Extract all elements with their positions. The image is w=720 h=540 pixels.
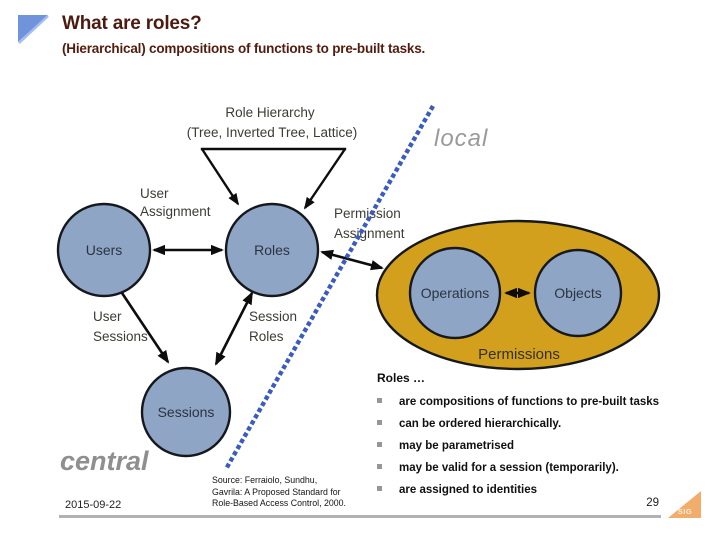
bullet-square-icon (377, 398, 382, 403)
roles-bullet-text: are assigned to identities (399, 484, 538, 496)
roles-bullet-item: may be valid for a session (temporarily)… (377, 462, 675, 475)
bullet-square-icon (377, 486, 382, 491)
roles-bullet-list: are compositions of functions to pre-bui… (377, 396, 675, 497)
user-assignment-label-line2: Assignment (140, 204, 211, 219)
role-hierarchy-left-arrow (200, 148, 240, 206)
slide-logo-triangle-icon (18, 15, 49, 44)
session-roles-label-line2: Roles (249, 329, 284, 344)
bullet-square-icon (377, 442, 382, 447)
role-hierarchy-label-line1: Role Hierarchy (225, 105, 315, 120)
objects-node-label: Objects (554, 285, 601, 301)
operations-node (408, 246, 502, 340)
roles-panel-heading: Roles … (377, 371, 426, 385)
roles-bullet-item: can be ordered hierarchically. (377, 418, 675, 431)
role-hierarchy-label-line2: (Tree, Inverted Tree, Lattice) (187, 125, 358, 140)
user-sessions-label-line2: Sessions (93, 329, 148, 344)
page-subtitle: (Hierarchical) compositions of functions… (62, 41, 426, 56)
sessions-node-label: Sessions (158, 404, 215, 420)
zone-label-central: central (60, 446, 149, 476)
permission-assignment-arrow (320, 249, 384, 271)
permission-assignment-label-line1: Permission (334, 206, 401, 221)
users-node (56, 202, 152, 298)
roles-bullet-text: can be ordered hierarchically. (399, 418, 562, 430)
footer-source-citation: Source: Ferraiolo, Sundhu, Gavrila: A Pr… (212, 475, 382, 510)
roles-bullet-item: are compositions of functions to pre-bui… (377, 396, 675, 409)
page-number: 29 (646, 497, 659, 509)
permissions-label: Permissions (478, 346, 560, 363)
zone-label-local: local (434, 125, 489, 152)
users-node-label: Users (86, 242, 123, 258)
user-sessions-label-line1: User (93, 309, 122, 324)
roles-bullet-text: are compositions of functions to pre-bui… (399, 396, 660, 408)
user-assignment-label-line1: User (140, 186, 169, 201)
session-roles-label-line1: Session (249, 309, 297, 324)
footer-source-line: Gavrila: A Proposed Standard for (212, 486, 341, 497)
roles-node (224, 202, 320, 298)
roles-bullet-item: are assigned to identities (377, 484, 675, 497)
operations-node-label: Operations (421, 285, 489, 301)
role-hierarchy-right-arrow (303, 148, 346, 210)
roles-panel: Roles … are compositions of functions to… (377, 371, 675, 506)
session-roles-arrow (214, 291, 254, 366)
roles-bullet-item: may be parametrised (377, 440, 675, 453)
bullet-square-icon (377, 420, 382, 425)
footer-divider-line (59, 515, 661, 518)
sig-logo-text: SIG (678, 507, 692, 516)
roles-bullet-text: may be valid for a session (temporarily)… (399, 462, 619, 474)
page-title: What are roles? (62, 13, 202, 34)
logo-triangle-highlight (18, 15, 49, 44)
footer-date: 2015-09-22 (65, 499, 122, 511)
sig-logo-triangle-icon (668, 491, 701, 518)
user-sessions-arrow (120, 292, 170, 364)
roles-bullet-text: may be parametrised (399, 440, 515, 452)
footer-source-line: Source: Ferraiolo, Sundhu, (212, 475, 318, 485)
sessions-node (140, 366, 232, 458)
permission-assignment-label-line2: Assignment (334, 226, 405, 241)
roles-node-label: Roles (254, 242, 290, 258)
footer-source-line: Role-Based Access Control, 2000. (212, 498, 346, 509)
objects-node (533, 248, 623, 338)
bullet-square-icon (377, 464, 382, 469)
local-central-divider-dotted-line (224, 104, 435, 471)
